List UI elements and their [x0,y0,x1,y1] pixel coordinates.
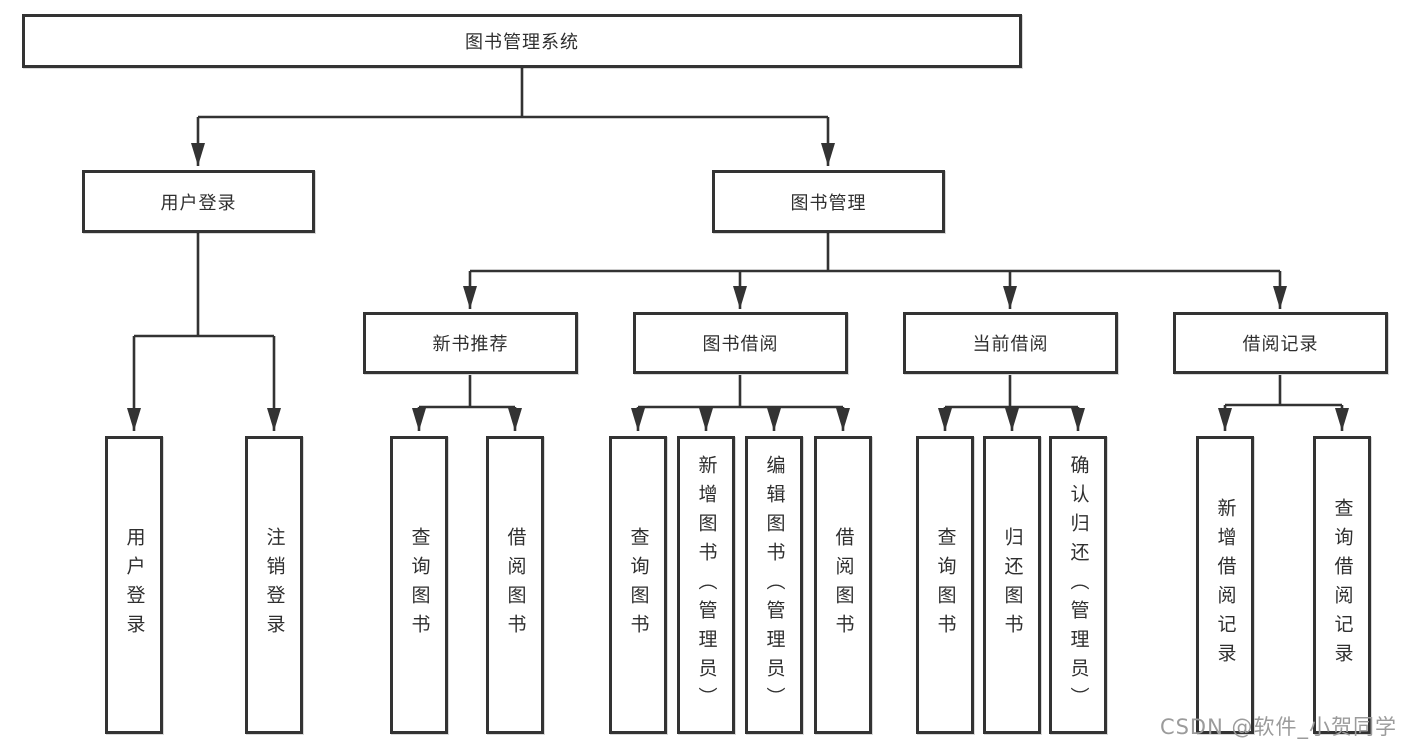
leaf-user-login-label: 用户登录 [123,527,146,643]
leaf-current-confirm-admin-label: 确认归还（管理员） [1067,454,1090,716]
leaf-records-query: 查询借阅记录 [1313,436,1371,734]
leaf-newbook-query-label: 查询图书 [408,527,431,643]
leaf-borrow-book: 借阅图书 [814,436,872,734]
leaf-records-query-label: 查询借阅记录 [1331,498,1354,672]
node-book-management: 图书管理 [712,170,945,233]
connector-records-bar [1225,375,1342,407]
leaf-borrow-query: 查询图书 [609,436,667,734]
node-current-borrow-label: 当前借阅 [972,334,1049,355]
connector-newbook-bar [419,375,515,409]
connector-root-bar [198,68,828,119]
connector-bookmgmt-bar [470,233,1280,273]
node-root: 图书管理系统 [22,14,1022,68]
connector-borrow-bar [638,375,843,409]
leaf-borrow-edit-admin-label: 编辑图书（管理员） [763,454,786,716]
node-borrow-records: 借阅记录 [1173,312,1388,374]
leaf-current-return-label: 归还图书 [1001,527,1024,643]
csdn-watermark: CSDN @软件_小贺同学 [1159,715,1397,739]
node-root-label: 图书管理系统 [465,32,579,53]
leaf-logout-label: 注销登录 [263,527,286,643]
node-current-borrow: 当前借阅 [903,312,1118,374]
node-book-management-label: 图书管理 [790,192,867,214]
leaf-records-add-label: 新增借阅记录 [1214,498,1237,672]
leaf-borrow-add-admin-label: 新增图书（管理员） [695,454,718,716]
connector-userlogin-bar [134,233,274,338]
leaf-borrow-edit-admin: 编辑图书（管理员） [745,436,803,734]
node-book-borrow: 图书借阅 [633,312,848,374]
leaf-user-login: 用户登录 [105,436,163,734]
leaf-records-add: 新增借阅记录 [1196,436,1254,734]
leaf-borrow-book-label: 借阅图书 [832,527,855,643]
connector-current-bar [945,375,1078,409]
leaf-borrow-query-label: 查询图书 [627,527,650,643]
leaf-current-query-label: 查询图书 [934,527,957,643]
leaf-current-return: 归还图书 [983,436,1041,734]
node-new-book-recommend: 新书推荐 [363,312,578,374]
leaf-newbook-borrow: 借阅图书 [486,436,544,734]
leaf-newbook-query: 查询图书 [390,436,448,734]
leaf-newbook-borrow-label: 借阅图书 [504,527,527,643]
node-user-login: 用户登录 [82,170,315,233]
leaf-logout: 注销登录 [245,436,303,734]
node-borrow-records-label: 借阅记录 [1242,334,1319,355]
leaf-current-query: 查询图书 [916,436,974,734]
leaf-current-confirm-admin: 确认归还（管理员） [1049,436,1107,734]
node-book-borrow-label: 图书借阅 [702,334,779,355]
node-user-login-label: 用户登录 [160,192,237,214]
leaf-borrow-add-admin: 新增图书（管理员） [677,436,735,734]
node-new-book-recommend-label: 新书推荐 [432,334,509,355]
